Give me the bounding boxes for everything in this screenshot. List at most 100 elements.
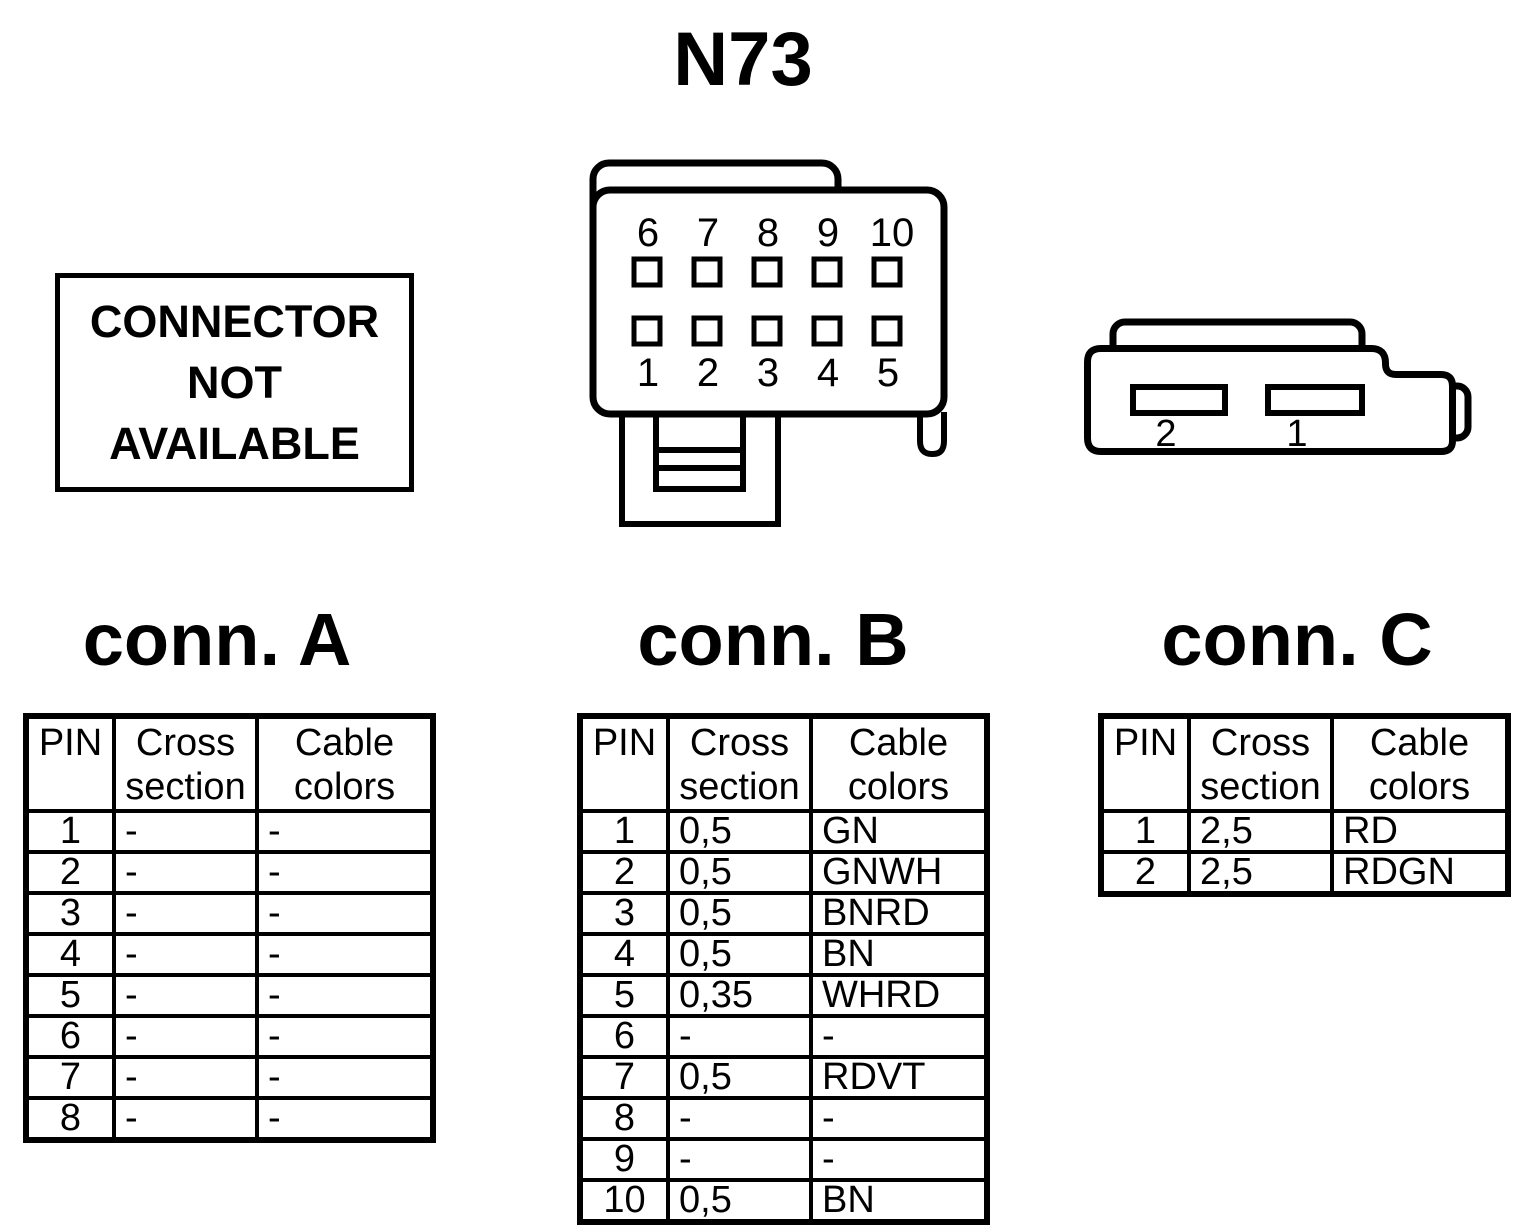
not-available-line-1: CONNECTOR: [89, 296, 380, 347]
cable-color-cell: -: [809, 1014, 989, 1059]
header-row: PIN Cross section Cable colors: [24, 714, 435, 813]
pin-label-2: 2: [697, 351, 719, 395]
pin-label-8: 8: [757, 211, 779, 255]
pin-cell: 6: [24, 1014, 116, 1059]
cable-color-cell: -: [255, 1096, 435, 1142]
pin-cell: 10: [578, 1178, 670, 1224]
table-row: 4--: [24, 932, 435, 977]
cross-section-cell: 0,5: [666, 1055, 813, 1100]
pin-label-10: 10: [870, 211, 915, 255]
pin-socket-7: [691, 256, 723, 288]
pin-cell: 5: [24, 973, 116, 1018]
pin-socket-6: [631, 256, 663, 288]
table-row: 7--: [24, 1055, 435, 1100]
table-row: 8--: [24, 1096, 435, 1142]
cable-color-cell: GNWH: [809, 850, 989, 895]
cable-color-cell: -: [255, 809, 435, 854]
cable-color-cell: -: [255, 1014, 435, 1059]
cross-section-cell: 2,5: [1187, 850, 1334, 896]
pin-cell: 1: [24, 809, 116, 854]
conn-b-title: conn. B: [637, 598, 909, 681]
pin-socket-10: [871, 256, 903, 288]
cable-color-cell: BNRD: [809, 891, 989, 936]
table-row: 3--: [24, 891, 435, 936]
pin-cell: 6: [578, 1014, 670, 1059]
pin-label-5: 5: [877, 351, 899, 395]
table-row: 1--: [24, 809, 435, 854]
connector-b-side-tab: [917, 412, 947, 457]
cable-color-cell: WHRD: [809, 973, 989, 1018]
pin-socket-1: [631, 315, 663, 347]
conn-a-table: PIN Cross section Cable colors 1--2--3--…: [23, 713, 436, 1143]
page-title: N73: [673, 17, 813, 102]
pin-cell: 5: [578, 973, 670, 1018]
pin-socket-5: [871, 315, 903, 347]
conn-a-title: conn. A: [82, 598, 352, 681]
connector-not-available-box: CONNECTOR NOT AVAILABLE: [55, 273, 414, 492]
table-row: 2--: [24, 850, 435, 895]
pin-label-7: 7: [697, 211, 719, 255]
pin-cell: 2: [1099, 850, 1191, 896]
connector-b-latch-outer: [619, 412, 781, 527]
cable-colors-column-header: Cable colors: [809, 714, 989, 813]
pin-label-2: 2: [1155, 413, 1176, 455]
pin-cell: 1: [1099, 809, 1191, 854]
pin-column-header: PIN: [24, 714, 116, 813]
pin-cell: 3: [24, 891, 116, 936]
pin-cell: 2: [578, 850, 670, 895]
cross-section-cell: -: [112, 1014, 259, 1059]
table-row: 8--: [578, 1096, 989, 1141]
pin-slot-2: [1130, 384, 1228, 416]
cross-section-column-header: Cross section: [1187, 714, 1334, 813]
conn-c-title: conn. C: [1161, 598, 1433, 681]
pin-cell: 7: [578, 1055, 670, 1100]
cable-colors-column-header: Cable colors: [255, 714, 435, 813]
cross-section-cell: 2,5: [1187, 809, 1334, 854]
cable-color-cell: -: [809, 1096, 989, 1141]
pin-column-header: PIN: [578, 714, 670, 813]
cross-section-cell: 0,35: [666, 973, 813, 1018]
pin-cell: 4: [24, 932, 116, 977]
pin-label-1: 1: [637, 351, 659, 395]
cable-color-cell: RDGN: [1330, 850, 1510, 896]
pin-cell: 7: [24, 1055, 116, 1100]
pin-label-6: 6: [637, 211, 659, 255]
pin-socket-4: [811, 315, 843, 347]
cross-section-column-header: Cross section: [112, 714, 259, 813]
cross-section-cell: 0,5: [666, 891, 813, 936]
cable-color-cell: BN: [809, 1178, 989, 1224]
cross-section-cell: -: [112, 1055, 259, 1100]
cable-color-cell: GN: [809, 809, 989, 854]
not-available-line-3: AVAILABLE: [109, 418, 360, 469]
pin-cell: 4: [578, 932, 670, 977]
cable-color-cell: -: [255, 932, 435, 977]
pin-cell: 8: [24, 1096, 116, 1142]
pin-cell: 2: [24, 850, 116, 895]
connector-b-body: [589, 186, 948, 418]
table-row: 9--: [578, 1137, 989, 1182]
cable-color-cell: BN: [809, 932, 989, 977]
cross-section-cell: -: [666, 1014, 813, 1059]
pin-label-3: 3: [757, 351, 779, 395]
cross-section-cell: -: [112, 1096, 259, 1142]
pin-cell: 9: [578, 1137, 670, 1182]
pin-cell: 1: [578, 809, 670, 854]
connector-b-drawing: 6 7 8 9 10 1 2 3 4 5: [589, 159, 948, 527]
header-row: PIN Cross section Cable colors: [1099, 714, 1510, 813]
cable-color-cell: -: [255, 850, 435, 895]
cross-section-cell: 0,5: [666, 850, 813, 895]
pin-slot-1: [1265, 384, 1365, 416]
table-row: 5--: [24, 973, 435, 1018]
cross-section-cell: 0,5: [666, 1178, 813, 1224]
pin-socket-2: [691, 315, 723, 347]
header-row: PIN Cross section Cable colors: [578, 714, 989, 813]
